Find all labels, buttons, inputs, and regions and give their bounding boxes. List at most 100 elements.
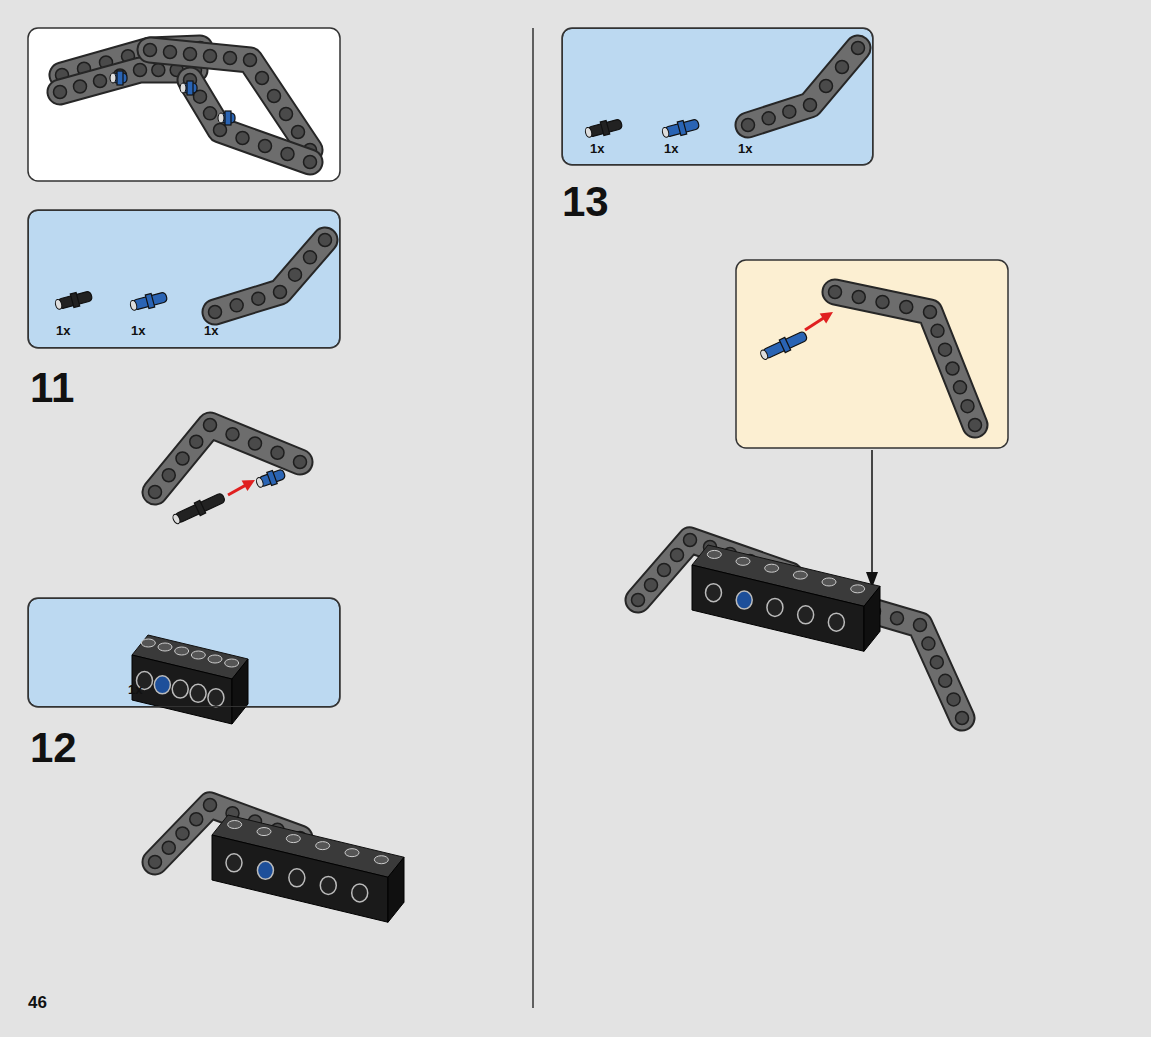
beam-hole xyxy=(900,301,913,314)
beam-hole xyxy=(939,674,952,687)
column-divider xyxy=(532,28,534,1008)
beam-hole xyxy=(954,381,967,394)
brick-hole xyxy=(320,876,336,894)
beam-hole xyxy=(632,594,645,607)
beam-hole xyxy=(184,48,197,61)
pin-end xyxy=(172,513,182,525)
beam-hole xyxy=(209,306,222,319)
technic-brick xyxy=(132,635,248,724)
beam-hole xyxy=(852,291,865,304)
beam-hole xyxy=(876,296,889,309)
technic-pin xyxy=(218,111,235,125)
arrow-head xyxy=(820,312,833,324)
brick-stud xyxy=(851,585,865,593)
pin-collar xyxy=(779,337,790,352)
beam-body xyxy=(155,425,300,492)
beam-hole xyxy=(836,61,849,74)
beam-hole xyxy=(268,90,281,103)
beam-hole xyxy=(931,324,944,337)
beam-body xyxy=(835,292,975,425)
beam-hole xyxy=(939,343,952,356)
pin-collar xyxy=(267,470,277,485)
brick-hole xyxy=(798,606,814,624)
arrow-head xyxy=(242,480,255,491)
technic-pin xyxy=(54,289,93,312)
brick-stud xyxy=(345,849,359,857)
part-quantity: 1x xyxy=(131,323,145,338)
beam-hole xyxy=(961,400,974,413)
technic-pin xyxy=(129,290,168,313)
beam-hole xyxy=(271,446,284,459)
technic-pin xyxy=(758,329,808,362)
brick-hole xyxy=(190,684,206,702)
beam-hole xyxy=(946,362,959,375)
brick-side xyxy=(864,586,880,651)
brick-hole xyxy=(172,680,188,698)
beam-outline xyxy=(748,48,858,125)
brick-hole xyxy=(289,869,305,887)
pin-body xyxy=(762,331,808,360)
beam-hole xyxy=(144,44,157,57)
beam-hole xyxy=(204,799,217,812)
beam-hole xyxy=(947,693,960,706)
technic-beam xyxy=(829,286,982,432)
beam-hole xyxy=(94,75,107,88)
brick-hole xyxy=(226,854,242,872)
beam-hole xyxy=(684,534,697,547)
beam-hole xyxy=(292,126,305,139)
pin-collar xyxy=(677,120,686,135)
beam-hole xyxy=(924,306,937,319)
beam-hole xyxy=(190,813,203,826)
beam-hole xyxy=(144,44,157,57)
beam-hole xyxy=(969,419,982,432)
brick-front xyxy=(692,565,864,651)
brick-hole xyxy=(736,591,752,609)
parts-list-panel: 1x1x1x xyxy=(562,28,873,165)
beam-hole xyxy=(249,437,262,450)
pin-collar xyxy=(117,71,123,85)
brick-stud xyxy=(191,651,205,659)
technic-beam xyxy=(742,42,865,132)
beam-hole xyxy=(820,80,833,93)
beam-hole xyxy=(226,428,239,441)
pin-collar xyxy=(194,500,205,515)
parts-list-panel: 1x1x1x xyxy=(28,210,340,348)
beam-hole xyxy=(319,234,332,247)
brick-stud xyxy=(793,571,807,579)
pin-collar xyxy=(600,120,609,135)
beam-hole xyxy=(658,564,671,577)
technic-pin xyxy=(110,71,127,85)
beam-hole xyxy=(134,64,147,77)
brick-stud xyxy=(208,655,222,663)
beam-hole xyxy=(162,841,175,854)
technic-brick xyxy=(692,545,880,651)
beam-body xyxy=(190,80,310,162)
brick-stud xyxy=(175,647,189,655)
technic-pin xyxy=(171,491,227,527)
beam-body xyxy=(748,48,858,125)
parts-panel-fill xyxy=(28,598,340,707)
technic-beam xyxy=(149,419,307,499)
pin-body xyxy=(174,492,225,523)
beam-body xyxy=(215,240,325,312)
page-number: 46 xyxy=(28,993,47,1013)
beam-hole xyxy=(891,612,904,625)
pin-collar xyxy=(70,292,79,307)
beam-hole xyxy=(176,452,189,465)
pin-collar xyxy=(145,293,154,308)
beam-hole xyxy=(204,107,217,120)
placement-arrow xyxy=(866,450,878,588)
part-quantity: 1x xyxy=(738,141,752,156)
parts-panel-fill xyxy=(562,28,873,165)
brick-hole xyxy=(208,689,224,707)
brick-stud xyxy=(257,828,271,836)
parts-panel-fill xyxy=(28,210,340,348)
part-quantity: 1x xyxy=(128,682,142,697)
brick-stud xyxy=(736,557,750,565)
brick-front xyxy=(132,655,232,724)
brick-stud xyxy=(707,550,721,558)
beam-hole xyxy=(244,54,257,67)
brick-hole xyxy=(154,676,170,694)
technic-pin xyxy=(255,467,287,490)
brick-stud xyxy=(374,856,388,864)
